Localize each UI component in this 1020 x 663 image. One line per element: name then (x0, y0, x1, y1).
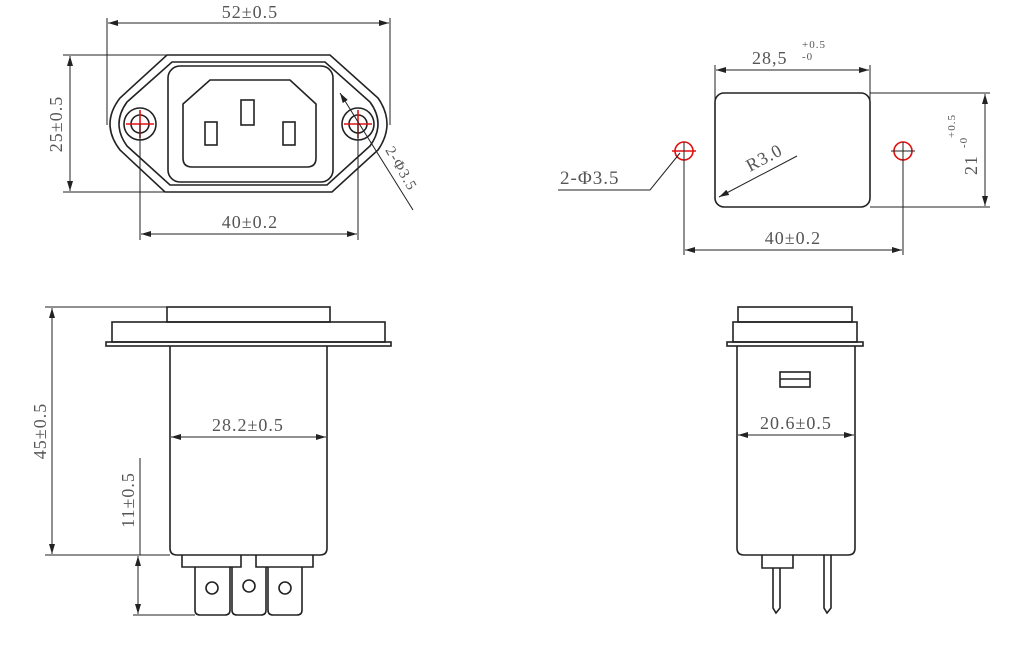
cutout-hole-left (672, 141, 696, 255)
cutout-outline (714, 92, 871, 208)
cutout-height-tol-upper: +0.5 (946, 114, 958, 138)
end-view: 20.6±0.5 (726, 306, 864, 615)
pin-right (823, 555, 832, 615)
terminals (194, 567, 303, 616)
side-view: 45±0.5 28.2±0.5 11±0.5 (30, 306, 392, 616)
flange-base (105, 341, 392, 347)
flange (111, 321, 386, 343)
height-dimension: 25±0.5 (46, 96, 66, 152)
flange-inner-outline (118, 61, 379, 186)
body (169, 346, 328, 556)
end-flange (732, 321, 858, 343)
body-width-dimension: 28.2±0.5 (212, 415, 284, 435)
terminal-length-dimension: 11±0.5 (118, 472, 138, 528)
end-flange-top (737, 306, 853, 323)
cutout-width-dimension: 28,5 (752, 48, 788, 68)
end-body-width-dimension: 20.6±0.5 (760, 413, 832, 433)
plug-face (182, 79, 317, 168)
width-dimension: 52±0.5 (222, 2, 278, 22)
cutout-hole-diameter-dimension: 2-Φ3.5 (560, 168, 619, 189)
cutout-height-tol-lower: -0 (958, 137, 970, 148)
neutral-pin (282, 121, 296, 146)
end-body (736, 346, 856, 556)
live-pin (204, 121, 218, 146)
cutout-height-dimension: 21 (961, 155, 981, 175)
corner-radius-dimension: R3.0 (742, 140, 785, 176)
terminal-base (181, 555, 314, 568)
pin-left (772, 568, 781, 615)
cutout-width-tol-upper: +0.5 (802, 39, 826, 51)
flange-outline (109, 54, 388, 193)
pin-base (761, 555, 794, 569)
end-flange-base (726, 341, 864, 347)
earth-pin (240, 99, 255, 126)
flange-top (166, 306, 331, 323)
cutout-width-tol-lower: -0 (802, 51, 813, 63)
overall-height-dimension: 45±0.5 (30, 403, 50, 459)
panel-cutout-view: 28,5 +0.5 -0 21 +0.5 -0 R3.0 2-Φ3.5 40±0… (558, 39, 990, 255)
cutout-hole-right (891, 141, 915, 255)
hole-spacing-dimension: 40±0.2 (222, 212, 278, 232)
front-view: 52±0.5 25±0.5 40±0.2 2-Φ3.5 (46, 2, 420, 240)
cutout-hole-spacing-dimension: 40±0.2 (765, 228, 821, 248)
socket-housing (167, 65, 334, 183)
